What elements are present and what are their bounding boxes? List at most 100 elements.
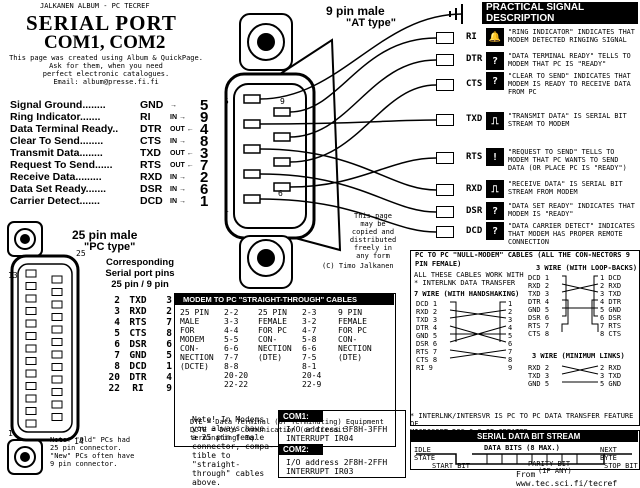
corr-title-line-1: Serial port pins [105,268,175,279]
com2-io: I/O address 2F8H-2FFH [286,458,388,467]
pin-name: Data Set Ready....... [10,183,107,195]
com2-irq: INTERRUPT IR03 [286,467,354,476]
old-pc-note-line-1: 25 pin connector. [50,444,122,452]
nullmodem-note: ALL THESE CABLES WORK WITH* INTERLNK DAT… [414,271,524,287]
pin-number: 3 [200,144,209,162]
pin-abbr: RI [140,111,151,123]
st-col4-2: 4-7 [302,326,317,335]
st-col2-6: 8-8 [224,362,239,371]
modem-note-line-2: a 25 pin female [192,433,265,442]
pin-name: Signal Ground........ [10,99,106,111]
pin-name: Request To Send...... [10,159,113,171]
mapping-cell: 6 [114,339,120,350]
nmmin-right-0: 2 RXD [600,364,622,372]
nm3-right-5: 6 DSR [600,314,622,322]
practical-title-2: DESCRIPTION [486,13,555,24]
db25-pin [25,369,37,378]
desc-dcd: "DATA CARRIER DETECT" INDICATES THAT MOD… [508,222,635,246]
corr-title-line-2: 25 pin / 9 pin [111,279,169,290]
pin-direction: IN → [170,197,186,205]
mapping-cell: 4 [114,317,120,328]
desc-rts: "REQUEST TO SEND" TELLS TO MODEM THAT PC… [508,148,627,172]
db25-pin [25,419,37,428]
old-pc-note-line-3: 9 pin connector. [50,460,118,468]
nm3-right-0: 1 DCD [600,274,622,282]
mapping-cell: 9 [166,383,172,394]
exclaim-icon: ! [486,148,504,166]
st-col2-5: 7-7 [224,353,239,362]
mapping-cell: 22 [108,383,120,394]
page-title: SERIAL PORT [26,11,177,35]
pin-name: Data Terminal Ready.. [10,123,119,135]
pin-number: 1 [200,192,209,210]
nm7-right-2: 3 [508,316,513,324]
nm3-left-7: CTS 8 [528,330,550,338]
pin-name: Carrier Detect....... [10,195,100,207]
st-col3-0: 25 PIN [258,308,287,317]
st-col5-2: FOR PC [338,326,367,335]
wire-label-rxd: RXD [466,184,483,194]
wire-label-rts: RTS [466,152,483,162]
nm7-right-1: 2 [508,308,513,316]
mapping-cell: 7 [166,317,172,328]
st-col4-1: 3-2 [302,317,317,326]
nm3-right-2: 3 TXD [600,290,622,298]
mapping-cell: TXD [129,295,147,306]
wire-box-txd [436,114,454,126]
nm3-left-3: DTR 4 [528,298,550,306]
db25-pin [51,350,63,359]
nm-note-0: ALL THESE CABLES WORK WITH [414,271,524,279]
nm3-left-0: DCD 1 [528,274,550,282]
mapping-cell: RTS [129,317,147,328]
mapping-cell: 2 [114,295,120,306]
db25-pin [25,382,37,390]
pin-abbr: TXD [140,147,161,159]
mapping-cell: GND [129,350,147,361]
three-loop-wires [561,275,599,332]
db25-pin [51,363,63,371]
connector25-pin14: 14 [74,437,84,446]
nm7-left-2: TXD 3 [416,316,438,324]
st-col3-1: FEMALE [258,317,287,326]
db25-pin [25,319,37,328]
nm7-right-5: 6 [508,340,513,348]
question-icon: ? [486,52,504,70]
connector25-pin25: 25 [76,249,86,258]
nm3-left-1: RXD 2 [528,282,550,290]
connector25-subtitle: "PC type" [84,241,136,253]
wire-box-cts [436,79,454,91]
nmmin-left-1: TXD 3 [528,372,550,380]
mapping-row: 4 RTS 7 [98,317,172,328]
pin-direction: IN → [170,173,186,181]
copyright-line-0: This page [354,212,392,220]
db25-pin [51,413,63,421]
connector25-pin13: 13 [8,271,18,280]
nm3-right-6: 7 RTS [600,322,622,330]
nm7-left-0: DCD 1 [416,300,438,308]
pin-number: 2 [200,168,209,186]
st-col2-1: 3-3 [224,317,239,326]
db25-pin [51,275,63,284]
wire-box-ri [436,32,454,44]
st-col3-2: FOR PC [258,326,287,335]
page-subtitle: COM1, COM2 [44,32,166,53]
st-col4-8: 22-9 [302,380,322,389]
pin-name: Clear To Send........ [10,135,104,147]
nm7-right-7: 8 [508,356,513,364]
copyright-line-1: may be [360,220,386,228]
st-col2-3: 5-5 [224,335,239,344]
nullmodem-title: PC TO PC "NULL-MODEM" CABLES (ALL THE CO… [415,251,630,268]
nm7-left-1: RXD 2 [416,308,438,316]
nm7-right-3: 4 [508,324,513,332]
